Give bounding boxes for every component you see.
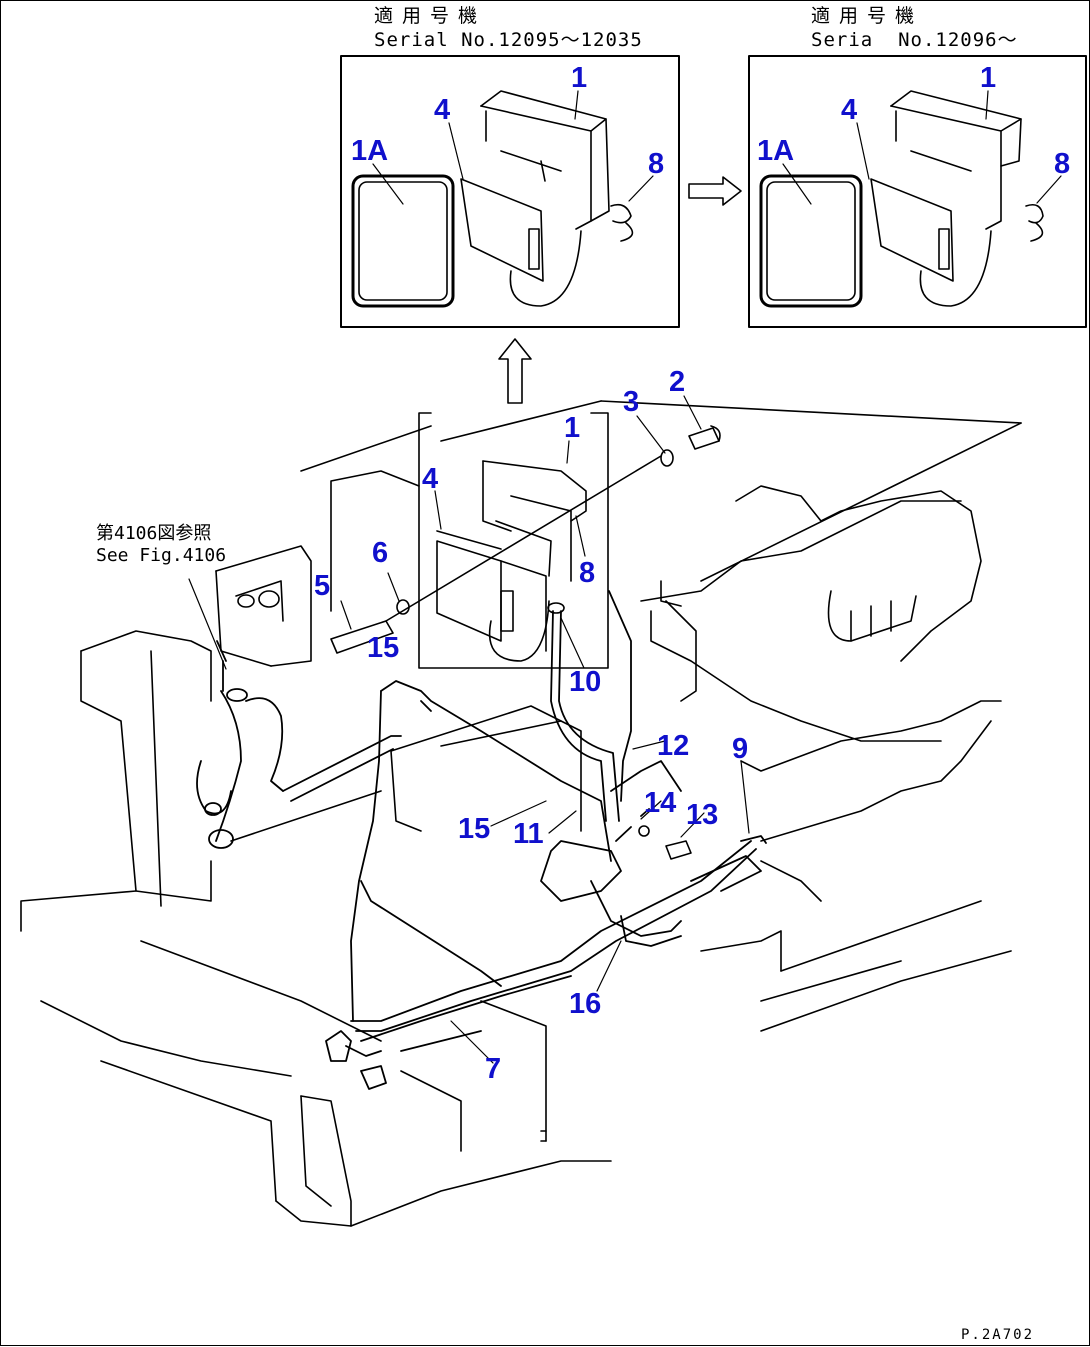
callout-main-10: 10 (569, 666, 602, 698)
callout-main-12: 12 (657, 730, 690, 762)
inset-1-title: 適用号機 (374, 5, 487, 27)
callout-main-11: 11 (513, 818, 544, 850)
callout-main-2: 2 (669, 366, 686, 398)
callout-inset2-8: 8 (1054, 148, 1071, 180)
wiring-harness (196, 590, 767, 1090)
callout-inset2-1a: 1A (757, 135, 795, 167)
callout-main-7: 7 (485, 1053, 502, 1085)
inset-2-serial: Seria No.12096～ (811, 29, 1018, 51)
main-detail-frame (418, 412, 609, 669)
callout-inset1-1a: 1A (351, 135, 389, 167)
arrow-right (688, 176, 742, 206)
callout-main-4: 4 (422, 463, 439, 495)
fastener-drawings (330, 425, 721, 860)
reference-jp: 第4106図参照 (96, 523, 212, 544)
inset-frame-2 (748, 55, 1087, 328)
callout-inset1-1: 1 (571, 62, 588, 94)
arrow-up (498, 338, 532, 404)
callout-inset1-4: 4 (434, 94, 451, 126)
callout-main-15b: 15 (458, 813, 491, 845)
main-lamp-drawing (436, 460, 587, 662)
machine-body-outline (20, 400, 1022, 1227)
inset-2-heading: 適用号機 Seria No.12096～ (811, 4, 1018, 52)
callout-main-1: 1 (564, 412, 581, 444)
callout-inset1-8: 8 (648, 148, 665, 180)
callout-main-9: 9 (732, 733, 749, 765)
callout-main-13: 13 (686, 799, 719, 831)
inset-1-lamp-drawing (351, 90, 634, 308)
leader-lines (188, 90, 1062, 1064)
callout-inset2-1: 1 (980, 62, 997, 94)
inset-1-serial: Serial No.12095～12035 (374, 29, 643, 51)
figure-code: P.2A702 (961, 1327, 1035, 1343)
callout-main-5: 5 (314, 570, 331, 602)
callout-main-8: 8 (579, 557, 596, 589)
inset-2-lamp-drawing (759, 90, 1044, 308)
callout-inset2-4: 4 (841, 94, 858, 126)
reference-en: See Fig.4106 (96, 545, 227, 566)
inset-1-heading: 適用号機 Serial No.12095～12035 (374, 4, 643, 52)
callout-main-6: 6 (372, 537, 389, 569)
callout-main-16: 16 (569, 988, 602, 1020)
callout-main-14: 14 (644, 787, 677, 819)
reference-note: 第4106図参照 See Fig.4106 (96, 523, 226, 567)
inset-frame-1 (340, 55, 680, 328)
inset-2-title: 適用号機 (811, 5, 924, 27)
callout-main-3: 3 (623, 386, 640, 418)
callout-main-15a: 15 (367, 632, 400, 664)
